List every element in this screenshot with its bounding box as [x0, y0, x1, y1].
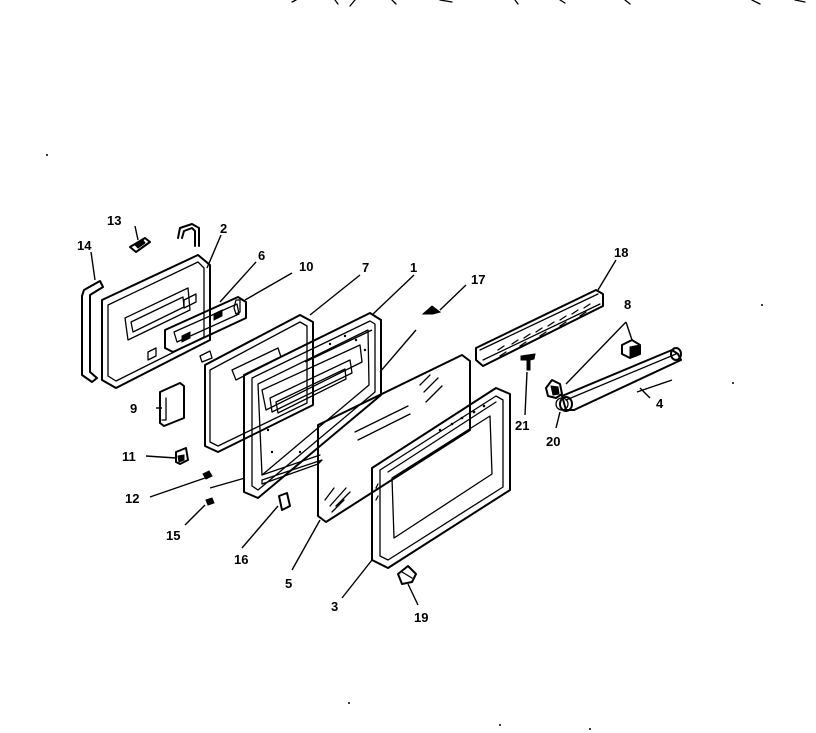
callout-17: 17	[471, 272, 485, 287]
callout-11: 11	[122, 449, 136, 464]
scan-specks	[46, 154, 763, 730]
door-stop-part	[175, 447, 189, 465]
callout-labels: 1 2 3 4 5 6 7 8 9 10 11 12 13 14 15 16 1…	[77, 213, 664, 625]
callout-2: 2	[220, 221, 227, 236]
outer-glass-panel-part	[317, 354, 471, 523]
pin-part	[421, 305, 442, 315]
clip-part	[129, 237, 151, 253]
screw-15-part	[205, 497, 215, 506]
outer-door-panel-part	[371, 387, 511, 569]
leader-lines	[90, 225, 673, 606]
hinge-bracket-part	[177, 223, 200, 247]
callout-9: 9	[130, 401, 137, 416]
callout-4: 4	[656, 396, 664, 411]
latch-bracket-part	[159, 382, 185, 427]
callout-6: 6	[258, 248, 265, 263]
mounting-clip-part	[545, 379, 569, 411]
callout-19: 19	[414, 610, 428, 625]
door-frame-part	[243, 312, 382, 499]
window-frame-part	[164, 296, 247, 363]
callout-12: 12	[125, 491, 139, 506]
callout-3: 3	[331, 599, 338, 614]
callout-18: 18	[614, 245, 628, 260]
small-screw-part	[202, 470, 213, 480]
callout-7: 7	[362, 260, 369, 275]
callout-1: 1	[410, 260, 417, 275]
inner-door-liner-part	[101, 254, 211, 389]
callout-14: 14	[77, 238, 92, 253]
screw-part	[233, 299, 241, 315]
callout-16: 16	[234, 552, 248, 567]
callout-21: 21	[515, 418, 529, 433]
callout-20: 20	[546, 434, 560, 449]
callout-5: 5	[285, 576, 292, 591]
handle-bar-part	[559, 347, 682, 412]
handle-cap-part	[621, 339, 641, 359]
top-edge-fragments	[291, 0, 806, 7]
handle-channel-part	[475, 289, 604, 367]
callout-15: 15	[166, 528, 180, 543]
door-gasket-part	[81, 280, 104, 383]
handle-end-cap-part	[397, 565, 417, 585]
callout-8: 8	[624, 297, 631, 312]
callout-10: 10	[299, 259, 313, 274]
callout-13: 13	[107, 213, 121, 228]
spacer-part	[278, 492, 291, 511]
t-screw-part	[520, 353, 536, 371]
